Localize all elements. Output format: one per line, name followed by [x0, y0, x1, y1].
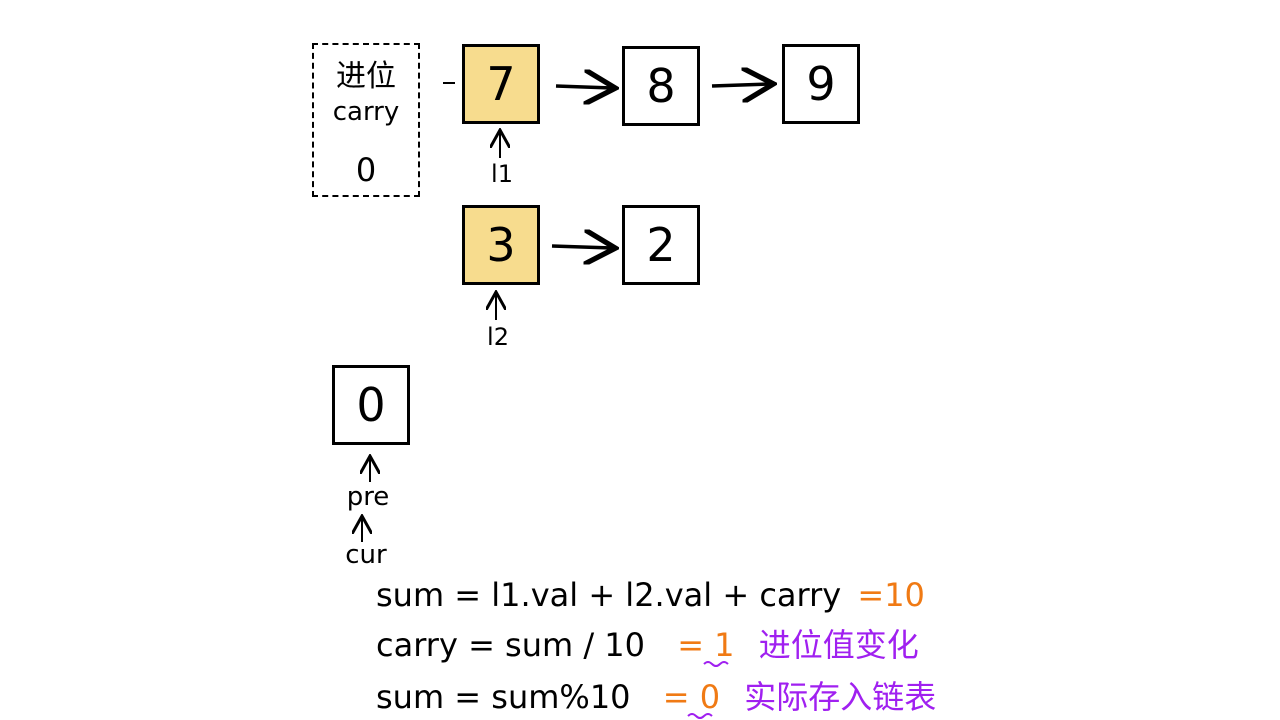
dummy-node: 0 — [332, 365, 410, 445]
arrow-7-to-8 — [555, 86, 612, 88]
equation-2-note: 进位值变化 — [758, 626, 919, 664]
equation-line-1: sum = l1.val + l2.val + carry =10 — [376, 576, 925, 614]
carry-title-en: carry — [332, 97, 400, 127]
list2-node-2: 2 — [622, 205, 700, 285]
list1-node-3: 9 — [782, 44, 860, 124]
list2-node-1: 3 — [462, 205, 540, 285]
underline-sum-result — [687, 713, 713, 719]
list1-node-1: 7 — [462, 44, 540, 124]
underline-carry-result — [703, 661, 729, 667]
equation-3-result: = 0 — [662, 678, 721, 716]
pointer-l1-label: l1 — [491, 160, 513, 188]
pointer-pre-label: pre — [346, 482, 390, 512]
equation-line-2: carry = sum / 10 = 1 进位值变化 — [376, 620, 919, 666]
arrow-8-to-9 — [711, 84, 770, 86]
pointer-l2-label: l2 — [487, 323, 509, 351]
equation-1-result: =10 — [857, 576, 925, 614]
equation-2-text: carry = sum / 10 — [376, 626, 646, 664]
carry-title-cn: 进位 — [336, 59, 396, 94]
equation-1-text: sum = l1.val + l2.val + carry — [376, 576, 842, 614]
equation-line-3: sum = sum%10 = 0 实际存入链表 — [376, 672, 936, 718]
carry-value: 0 — [355, 151, 377, 189]
arrow-3-to-2 — [551, 246, 612, 248]
list1-node-2: 8 — [622, 46, 700, 126]
equation-3-text: sum = sum%10 — [376, 678, 631, 716]
equation-2-result: = 1 — [677, 626, 735, 664]
pointer-cur-label: cur — [345, 540, 387, 570]
equation-3-note: 实际存入链表 — [744, 678, 937, 716]
carry-box: 进位 carry 0 — [312, 43, 420, 197]
